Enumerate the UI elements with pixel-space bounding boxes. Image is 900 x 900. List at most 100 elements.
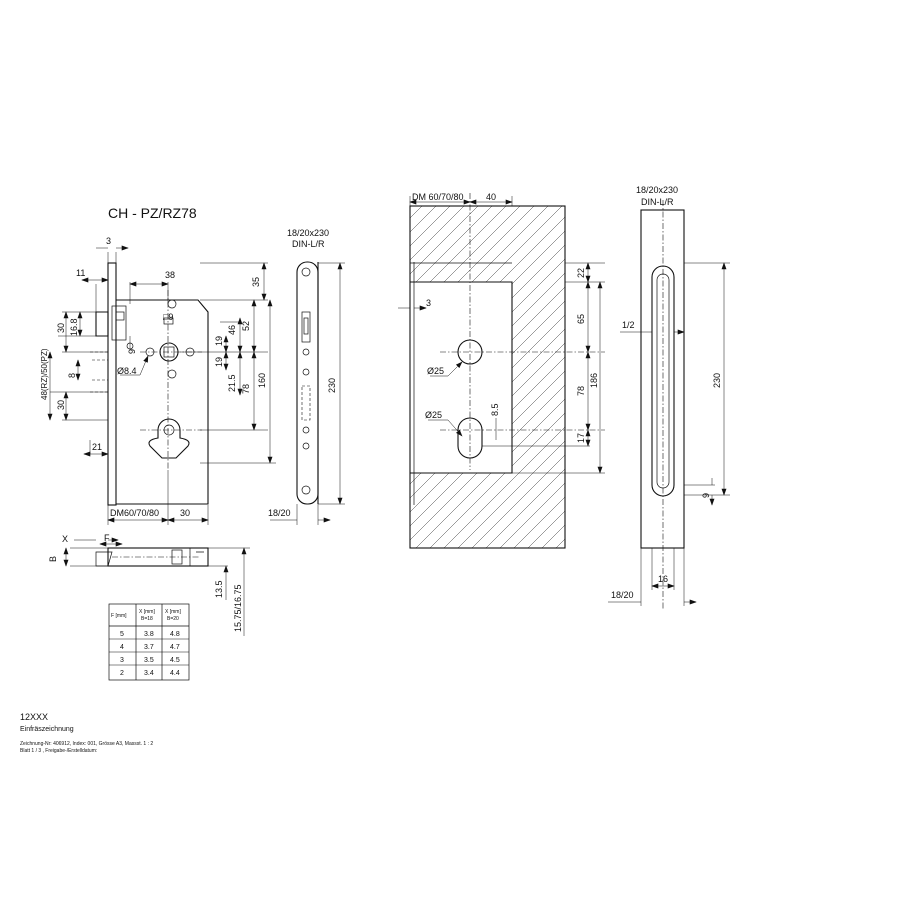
- hatch-line: [410, 206, 565, 548]
- door-section-outline: [409, 205, 566, 549]
- dim-230: 230: [327, 378, 337, 393]
- hatch-line: [640, 206, 900, 548]
- hatch-line: [410, 206, 565, 548]
- drawing-meta-line-1: Zeichnung-Nr: 406912, Index: 001, Grösse…: [20, 741, 154, 747]
- dim-160: 160: [257, 373, 267, 388]
- table-cell: 4.4: [170, 670, 180, 677]
- square-marker: [163, 317, 174, 325]
- faceplate-slot-outer: [651, 265, 675, 497]
- dim-16: 16: [658, 574, 668, 584]
- hatch-line: [410, 206, 565, 548]
- dim-21-5: 21.5: [227, 374, 237, 392]
- table-cell: 3.7: [144, 644, 154, 651]
- drawing-meta-line-2: Blatt 1 / 3 , Freigabe-/Erstelldatum:: [20, 748, 98, 754]
- latch-detail: [115, 311, 125, 321]
- dim-78b: 78: [576, 386, 586, 396]
- hatch-line: [555, 206, 565, 548]
- side-faceplate: [296, 261, 319, 505]
- hatch-line: [696, 206, 900, 548]
- dim-30b: 30: [56, 400, 66, 410]
- hatch-line: [410, 206, 493, 548]
- dim-15-75: 15.75/16.75: [233, 584, 243, 632]
- f-x-table: F [mm] X [mm]B=18 X [mm]B=20 5 3.8 4.8 4…: [108, 603, 190, 681]
- hatch-line: [410, 206, 565, 548]
- hatch-line: [10, 206, 352, 548]
- dim-186: 186: [589, 373, 599, 388]
- dim-b: B: [48, 556, 58, 562]
- dim-3b: 3: [426, 298, 431, 308]
- hatch-line: [457, 206, 565, 548]
- hatch-line: [780, 206, 900, 548]
- hatch-line: [52, 206, 394, 548]
- hatch-line: [410, 206, 565, 548]
- drawing-name: Einfräszeichnung: [20, 726, 74, 733]
- dim-17: 17: [576, 433, 586, 443]
- dim-9b: 9: [701, 493, 711, 498]
- cylinder-profile: [148, 418, 190, 459]
- latch-housing: [111, 305, 127, 341]
- dim-1-2: 1/2: [622, 320, 635, 330]
- hatch-line: [808, 206, 900, 548]
- lock-faceplate-edge: [107, 262, 117, 506]
- hatch-line: [410, 206, 465, 548]
- hatch-line: [612, 206, 900, 548]
- hatch-line: [584, 206, 900, 548]
- dim-9: 9: [127, 349, 137, 354]
- dim-8-4: Ø8.4: [117, 366, 137, 376]
- lock-case: [116, 299, 209, 505]
- hatch-line: [598, 206, 900, 548]
- dim-19a: 19: [214, 336, 224, 346]
- dim-38: 38: [165, 270, 175, 280]
- plate-label-2: DIN-L/R: [292, 239, 325, 249]
- dim-18-20: 18/20: [268, 508, 291, 518]
- mortise-pocket: [410, 281, 513, 474]
- screw-hole-mid: [167, 369, 177, 379]
- hidden-lines: [90, 351, 108, 393]
- hatch-line: [471, 206, 565, 548]
- lock-body-view: CH - PZ/RZ78 3 11: [40, 205, 345, 525]
- faceplate-label-1: 18/20x230: [636, 185, 678, 195]
- dim-52: 52: [241, 321, 251, 331]
- table-cell: 3.5: [144, 657, 154, 664]
- hatch-line: [410, 206, 565, 548]
- table-header-f: F [mm]: [111, 613, 127, 619]
- table-cell: 3.4: [144, 670, 154, 677]
- dim-16-8: 16.8: [69, 318, 79, 336]
- table-cell: 4.8: [170, 631, 180, 638]
- dim-8: 8: [67, 373, 77, 378]
- drawing-code: 12XXX: [20, 712, 49, 722]
- hatch-line: [626, 206, 900, 548]
- faceplate-rect: [640, 209, 685, 549]
- hatch-line: [570, 206, 900, 548]
- hatch-line: [38, 206, 380, 548]
- dim-8-5: 8.5: [490, 403, 500, 416]
- table-cell: 2: [120, 670, 124, 677]
- drawing-meta: Zeichnung-Nr: 406912, Index: 001, Grösse…: [20, 741, 153, 755]
- cutout-view: Ø25 Ø25 DM 60/70/80 40 3 22 65 78 17 186…: [10, 192, 900, 549]
- dim-65: 65: [576, 314, 586, 324]
- section-body: [107, 547, 209, 567]
- table-cell: 4.7: [170, 644, 180, 651]
- latch-opening: [301, 311, 311, 343]
- dim-78: 78: [241, 384, 251, 394]
- table-cell: 3: [120, 657, 124, 664]
- hatch-line: [766, 206, 900, 548]
- bolt-hidden: [301, 385, 311, 421]
- dim-21: 21: [92, 442, 102, 452]
- hatch-line: [410, 206, 479, 548]
- table-cell: 5: [120, 631, 124, 638]
- dim-40: 40: [486, 192, 496, 202]
- table-cell: 4.5: [170, 657, 180, 664]
- dim-sq9: □9: [163, 312, 173, 322]
- faceplate-slot-inner: [656, 273, 670, 489]
- hatch-line: [415, 206, 565, 548]
- dim-46: 46: [227, 325, 237, 335]
- table-rows: 5 3.8 4.8 4 3.7 4.7 3 3.5 4.5 2 3.4 4.4: [120, 631, 180, 677]
- hatch-line: [410, 206, 507, 548]
- dim-30a: 30: [56, 323, 66, 333]
- dim-22: 22: [576, 268, 586, 278]
- hatch-line: [410, 206, 423, 548]
- hatch-line: [410, 206, 565, 548]
- hatch-line: [443, 206, 565, 548]
- dim-230b: 230: [712, 373, 722, 388]
